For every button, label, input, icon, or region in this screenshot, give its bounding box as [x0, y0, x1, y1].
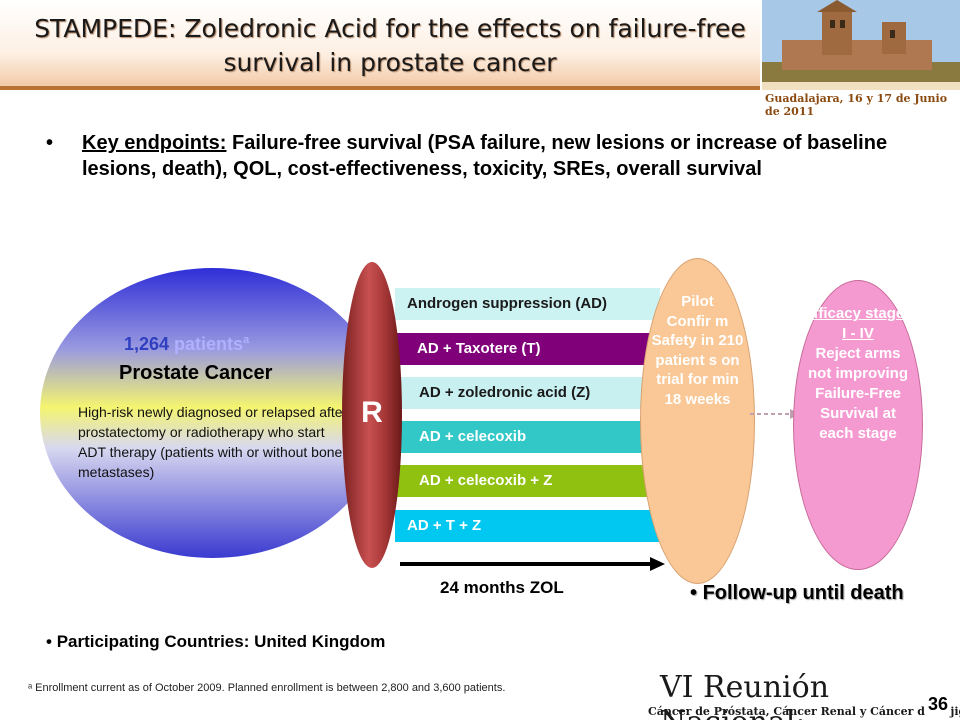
randomization-oval — [342, 262, 402, 568]
efficacy-title: Efficacy stages I - IV — [803, 305, 913, 342]
patients-oval — [40, 268, 385, 558]
zol-arrow — [400, 557, 665, 571]
patients-footnote-marker: a — [243, 334, 250, 346]
patients-number: 1,264 — [124, 334, 170, 354]
page-number: 36 — [925, 694, 952, 715]
arm-androgen-suppression: Androgen suppression (AD) — [395, 288, 660, 320]
patients-description: High-risk newly diagnosed or relapsed af… — [78, 404, 348, 480]
arm-t-z: AD + T + Z — [395, 510, 660, 542]
key-endpoints-body: Failure-free survival (PSA failure, new … — [82, 132, 888, 180]
followup-bullet: • Follow-up until death — [690, 582, 904, 604]
church-photo — [762, 0, 960, 90]
key-endpoints-label: Key endpoints: — [82, 132, 227, 154]
patients-count: 1,264 patientsa — [124, 334, 249, 355]
zol-duration-label: 24 months ZOL — [440, 578, 564, 597]
pilot-oval — [640, 258, 755, 584]
congress-subtitle: Cáncer de Próstata, Cáncer Renal y Cánce… — [648, 705, 960, 718]
arm-taxotere: AD + Taxotere (T) — [395, 333, 660, 365]
pilot-title: Pilot — [681, 293, 714, 310]
title-banner — [0, 0, 760, 88]
pilot-description: Confir m Safety in 210 patient s on tria… — [651, 312, 744, 408]
title-divider — [0, 86, 760, 90]
arm-celecoxib: AD + celecoxib — [395, 421, 660, 453]
photo-caption: Guadalajara, 16 y 17 de Junio de 2011 — [765, 92, 948, 118]
countries-text: Participating Countries: United Kingdom — [56, 632, 386, 651]
efficacy-description: Reject arms not improving Failure-Free S… — [808, 345, 908, 442]
followup-text: Follow-up until death — [702, 582, 904, 604]
randomization-label: R — [361, 396, 383, 429]
arm-zoledronic-acid: AD + zoledronic acid (Z) — [395, 377, 660, 409]
congress-title: VI Reunión Nacional: — [660, 670, 830, 720]
slide-title: STAMPEDE: Zoledronic Acid for the effect… — [34, 14, 746, 77]
efficacy-oval — [793, 280, 923, 570]
patients-word: patients — [169, 334, 244, 354]
bullet-dot: • — [46, 132, 54, 154]
condition-label: Prostate Cancer — [119, 362, 273, 384]
footnote: ᵃ Enrollment current as of October 2009.… — [28, 682, 506, 694]
arm-celecoxib-z: AD + celecoxib + Z — [395, 465, 660, 497]
key-endpoints-text: Key endpoints: Failure-free survival (PS… — [82, 130, 922, 182]
countries-bullet: • Participating Countries: United Kingdo… — [46, 632, 386, 651]
